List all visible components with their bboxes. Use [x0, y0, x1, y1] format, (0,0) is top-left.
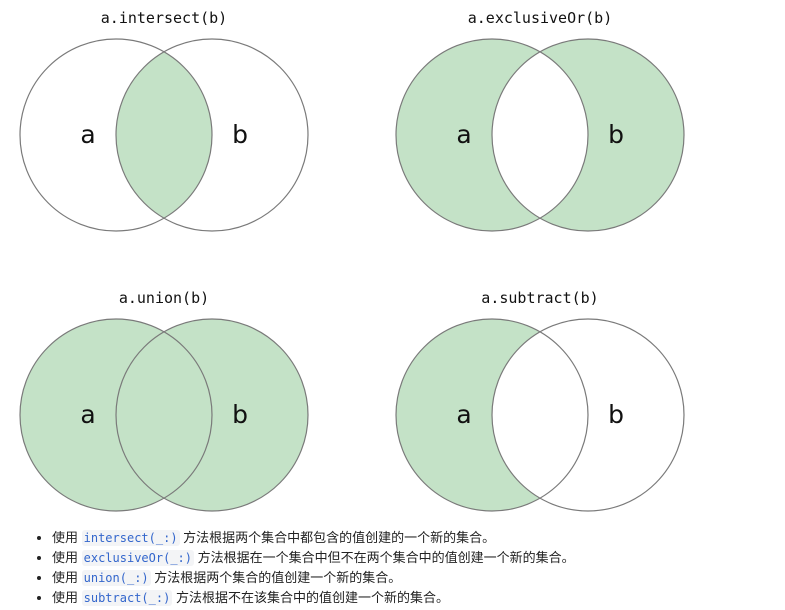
note-text-after: 方法根据两个集合的值创建一个新的集合。 [150, 570, 402, 585]
subtract-diagram-title: a.subtract(b) [481, 289, 598, 307]
exclusive-or-set-b-circle [491, 38, 685, 232]
union-set-b-label: b [232, 400, 248, 429]
note-text-after: 方法根据不在该集合中的值创建一个新的集合。 [172, 590, 449, 605]
union-set-a-circle [19, 318, 213, 512]
intersect-set-a-circle [19, 38, 213, 232]
list-item: 使用 exclusiveOr(_:) 方法根据在一个集合中但不在两个集合中的值创… [52, 548, 785, 568]
subtract-diagram: a.subtract(b) a b [395, 289, 685, 512]
union-diagram: a.union(b) a b [19, 289, 309, 512]
method-notes-list: 使用 intersect(_:) 方法根据两个集合中都包含的值创建的一个新的集合… [30, 528, 785, 608]
exclusive-or-set-b-label: b [608, 120, 624, 149]
venn-diagram-canvas: a.intersect(b) a b a.exclusiveOr(b) a b … [19, 9, 685, 512]
list-item: 使用 subtract(_:) 方法根据不在该集合中的值创建一个新的集合。 [52, 588, 785, 608]
list-item: 使用 union(_:) 方法根据两个集合的值创建一个新的集合。 [52, 568, 785, 588]
exclusive-or-diagram-title: a.exclusiveOr(b) [468, 9, 613, 27]
subtract-set-a-circle [395, 318, 589, 512]
note-text-after: 方法根据两个集合中都包含的值创建的一个新的集合。 [179, 530, 496, 545]
note-text-before: 使用 [52, 550, 82, 565]
intersect-code: intersect(_:) [81, 530, 180, 546]
subtract-set-b-label: b [608, 400, 624, 429]
venn-diagrams: a.intersect(b) a b a.exclusiveOr(b) a b … [19, 9, 685, 512]
note-text-before: 使用 [52, 570, 82, 585]
intersect-set-b-label: b [232, 120, 248, 149]
note-text-before: 使用 [52, 590, 82, 605]
intersect-diagram: a.intersect(b) a b [19, 9, 309, 232]
subtract-code: subtract(_:) [81, 590, 173, 606]
subtract-set-a-label: a [456, 400, 471, 429]
union-set-b-circle [115, 318, 309, 512]
union-diagram-title: a.union(b) [119, 289, 209, 307]
intersect-set-a-label: a [80, 120, 95, 149]
note-text-before: 使用 [52, 530, 82, 545]
exclusive-or-diagram: a.exclusiveOr(b) a b [395, 9, 685, 232]
exclusive-or-code: exclusiveOr(_:) [81, 550, 194, 566]
exclusive-or-set-a-label: a [456, 120, 471, 149]
subtract-set-b-circle [491, 318, 685, 512]
list-item: 使用 intersect(_:) 方法根据两个集合中都包含的值创建的一个新的集合… [52, 528, 785, 548]
union-set-a-label: a [80, 400, 95, 429]
note-text-after: 方法根据在一个集合中但不在两个集合中的值创建一个新的集合。 [194, 550, 575, 565]
intersect-diagram-title: a.intersect(b) [101, 9, 227, 27]
intersect-fill [116, 39, 212, 231]
intersect-set-b-circle [115, 38, 309, 232]
exclusive-or-set-a-circle [395, 38, 589, 232]
union-code: union(_:) [81, 570, 151, 586]
